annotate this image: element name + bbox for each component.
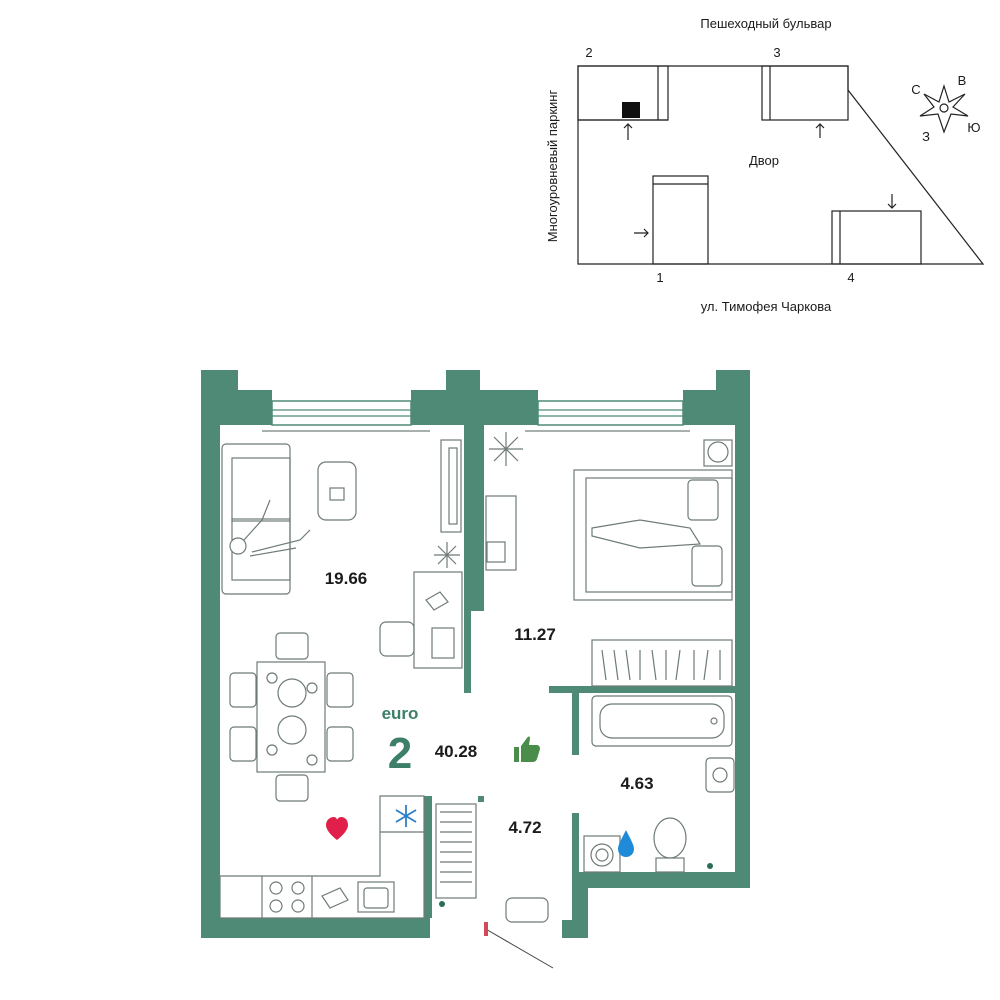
- compass-rose-icon: С В Ю З: [911, 73, 980, 144]
- coffee-table: [317, 461, 357, 521]
- current-section-marker: [622, 102, 640, 118]
- compass-north: С: [911, 82, 920, 97]
- windows: [271, 400, 684, 426]
- sofa: [221, 443, 291, 595]
- entrance-arrow-icon: [623, 123, 633, 140]
- double-bed: [573, 469, 733, 601]
- kitchen-counter: [219, 795, 425, 919]
- exterior-walls: [201, 370, 750, 938]
- area-bedroom: 11.27: [514, 625, 556, 644]
- entrance-door: [483, 927, 554, 969]
- bathroom-dot: [707, 863, 713, 869]
- doormat: [505, 897, 549, 923]
- compass-south: Ю: [967, 120, 980, 135]
- entrance-marker: [484, 922, 488, 936]
- site-outline: [577, 65, 985, 265]
- compass-east: В: [958, 73, 967, 88]
- street-top-label: Пешеходный бульвар: [700, 16, 831, 31]
- snowflake-icon: [395, 805, 417, 827]
- building-4: [831, 210, 922, 265]
- site-plan: Пешеходный бульвар ул. Тимофея Чаркова М…: [545, 16, 985, 314]
- thumbs-up-icon: [514, 736, 540, 762]
- area-bathroom: 4.63: [620, 774, 653, 793]
- street-bottom-label: ул. Тимофея Чаркова: [701, 299, 832, 314]
- building-1-label: 1: [656, 270, 663, 285]
- bedside-table: [703, 439, 733, 467]
- washbasin: [705, 757, 735, 793]
- hallway-wardrobe: [435, 803, 477, 899]
- area-hallway: 4.72: [508, 818, 541, 837]
- person-on-sofa: [229, 499, 311, 557]
- hallway-dot: [439, 901, 445, 907]
- building-3-label: 3: [773, 45, 780, 60]
- interior-walls: [380, 425, 750, 918]
- cutting-board: [321, 887, 349, 909]
- building-3: [761, 65, 849, 121]
- plant-bedroom: [489, 432, 523, 466]
- dining-table: [229, 632, 354, 802]
- compass-west: З: [922, 129, 930, 144]
- parking-label: Многоуровневый паркинг: [545, 90, 560, 243]
- building-4-label: 4: [847, 270, 854, 285]
- bedside-lamp: [707, 441, 729, 463]
- entrance-arrow-icon: [634, 228, 649, 238]
- bedroom-desk: [485, 495, 517, 571]
- entrance-arrow-icon: [887, 194, 897, 209]
- toilet: [653, 817, 687, 873]
- water-drop-icon: [618, 830, 634, 857]
- washing-machine: [583, 835, 621, 873]
- heart-icon: [326, 817, 348, 840]
- courtyard-label: Двор: [749, 153, 779, 168]
- stove: [269, 881, 305, 913]
- total-area: 40.28: [435, 742, 478, 761]
- area-kitchen-living: 19.66: [325, 569, 368, 588]
- building-1: [652, 175, 709, 265]
- kitchen-sink: [357, 881, 395, 913]
- tv-console: [440, 439, 462, 533]
- entrance-arrow-icon: [815, 123, 825, 138]
- floor-plan: 19.66 11.27 4.63 4.72 euro 2 40.28: [201, 370, 750, 969]
- rooms-count: 2: [388, 729, 412, 778]
- desk: [379, 571, 463, 669]
- building-2: [577, 65, 669, 121]
- series-label: euro: [382, 704, 419, 723]
- plant: [434, 542, 460, 568]
- bedroom-wardrobe: [591, 639, 733, 687]
- building-2-label: 2: [585, 45, 592, 60]
- bathtub: [591, 695, 733, 747]
